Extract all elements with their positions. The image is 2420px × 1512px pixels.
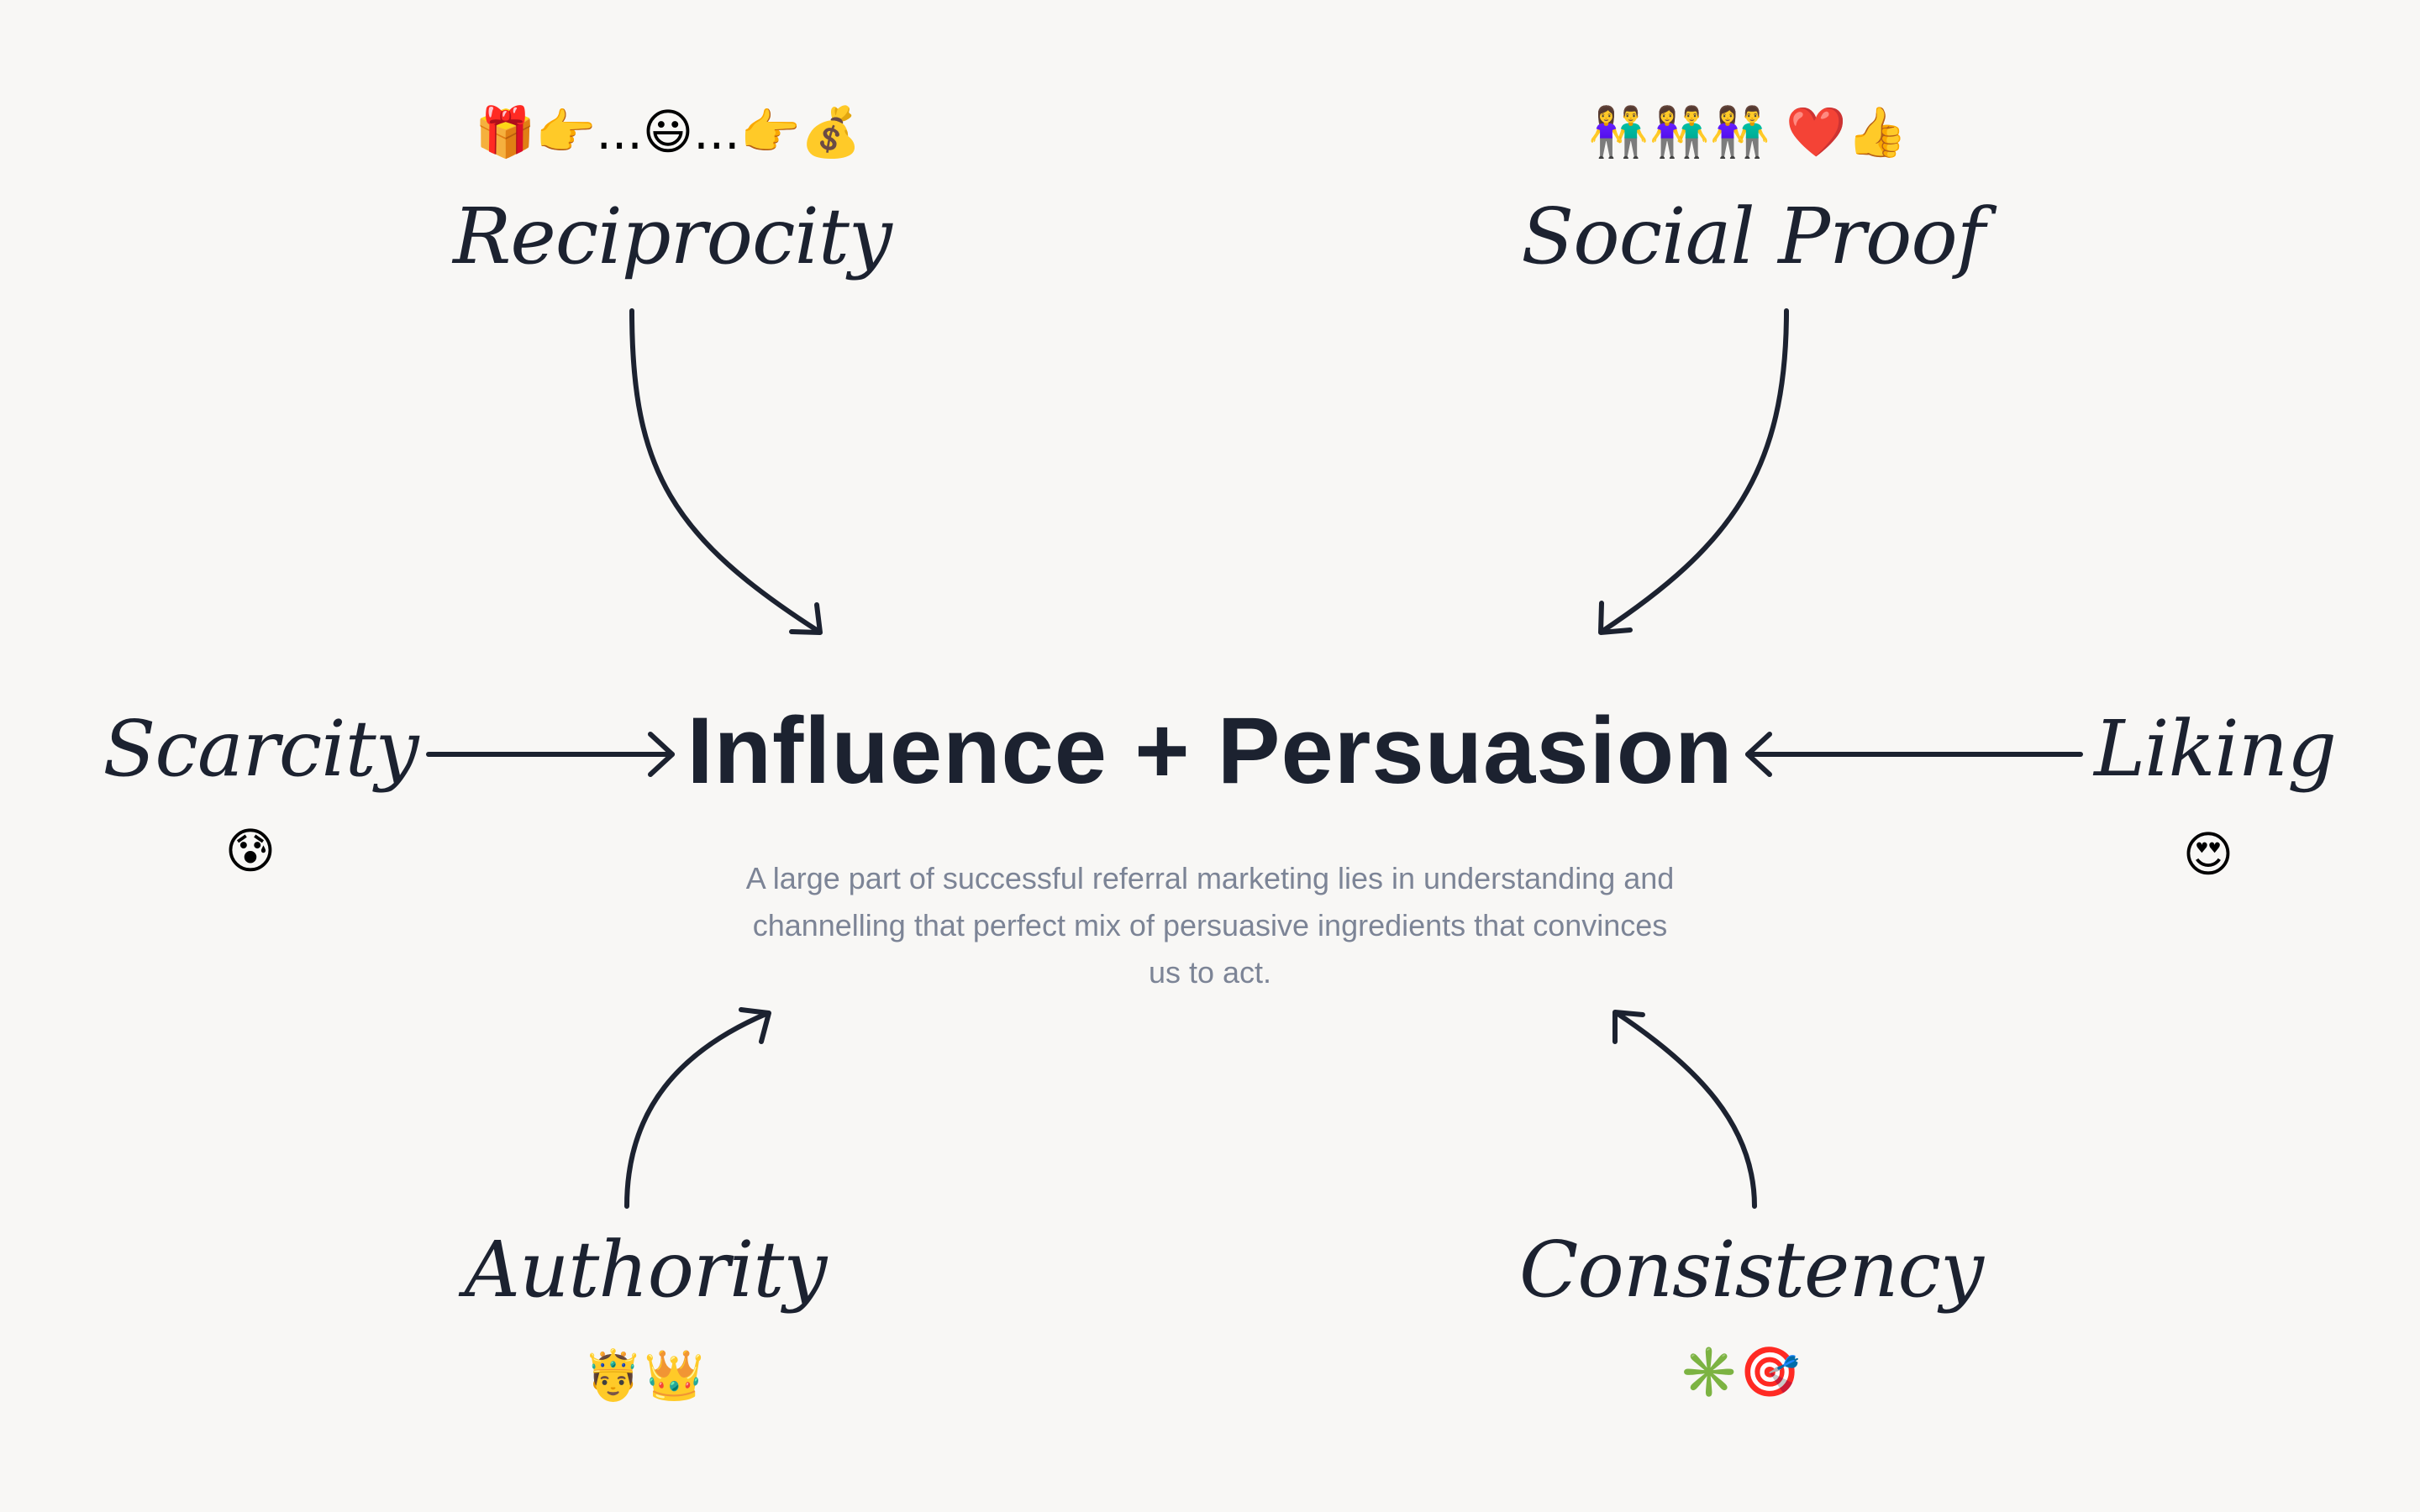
authority-emoji: 🤴👑 [582,1347,705,1404]
reciprocity-emoji: 🎁👉...😃...👉💰 [475,103,861,160]
reciprocity-arrowhead [789,602,823,635]
diagram-title: Influence + Persuasion [687,698,1733,803]
scarcity-emoji: 😰 [224,822,276,879]
social-proof-arrow [1599,308,1789,634]
consistency-emoji: ✳️🎯 [1678,1343,1801,1400]
scarcity-arrowhead [648,732,675,777]
liking-label: Liking [2094,704,2337,794]
liking-arrowhead [1745,732,1772,777]
authority-arrow [624,1011,771,1209]
social-proof-label: Social Proof [1521,192,1986,281]
social-proof-arrowhead [1598,601,1633,635]
consistency-label: Consistency [1518,1225,1984,1315]
social-proof-emoji: 👫👫👫 ❤️👍 [1588,103,1907,160]
liking-emoji: 😍 [2182,826,2234,883]
authority-label: Authority [464,1225,828,1315]
diagram-description: A large part of successful referral mark… [745,861,1675,990]
consistency-arrow [1614,1011,1757,1209]
scarcity-label: Scarcity [103,704,418,794]
reciprocity-arrow [629,308,822,634]
consistency-arrowhead [1612,1010,1645,1044]
authority-arrowhead [739,1007,771,1044]
reciprocity-label: Reciprocity [453,192,892,281]
